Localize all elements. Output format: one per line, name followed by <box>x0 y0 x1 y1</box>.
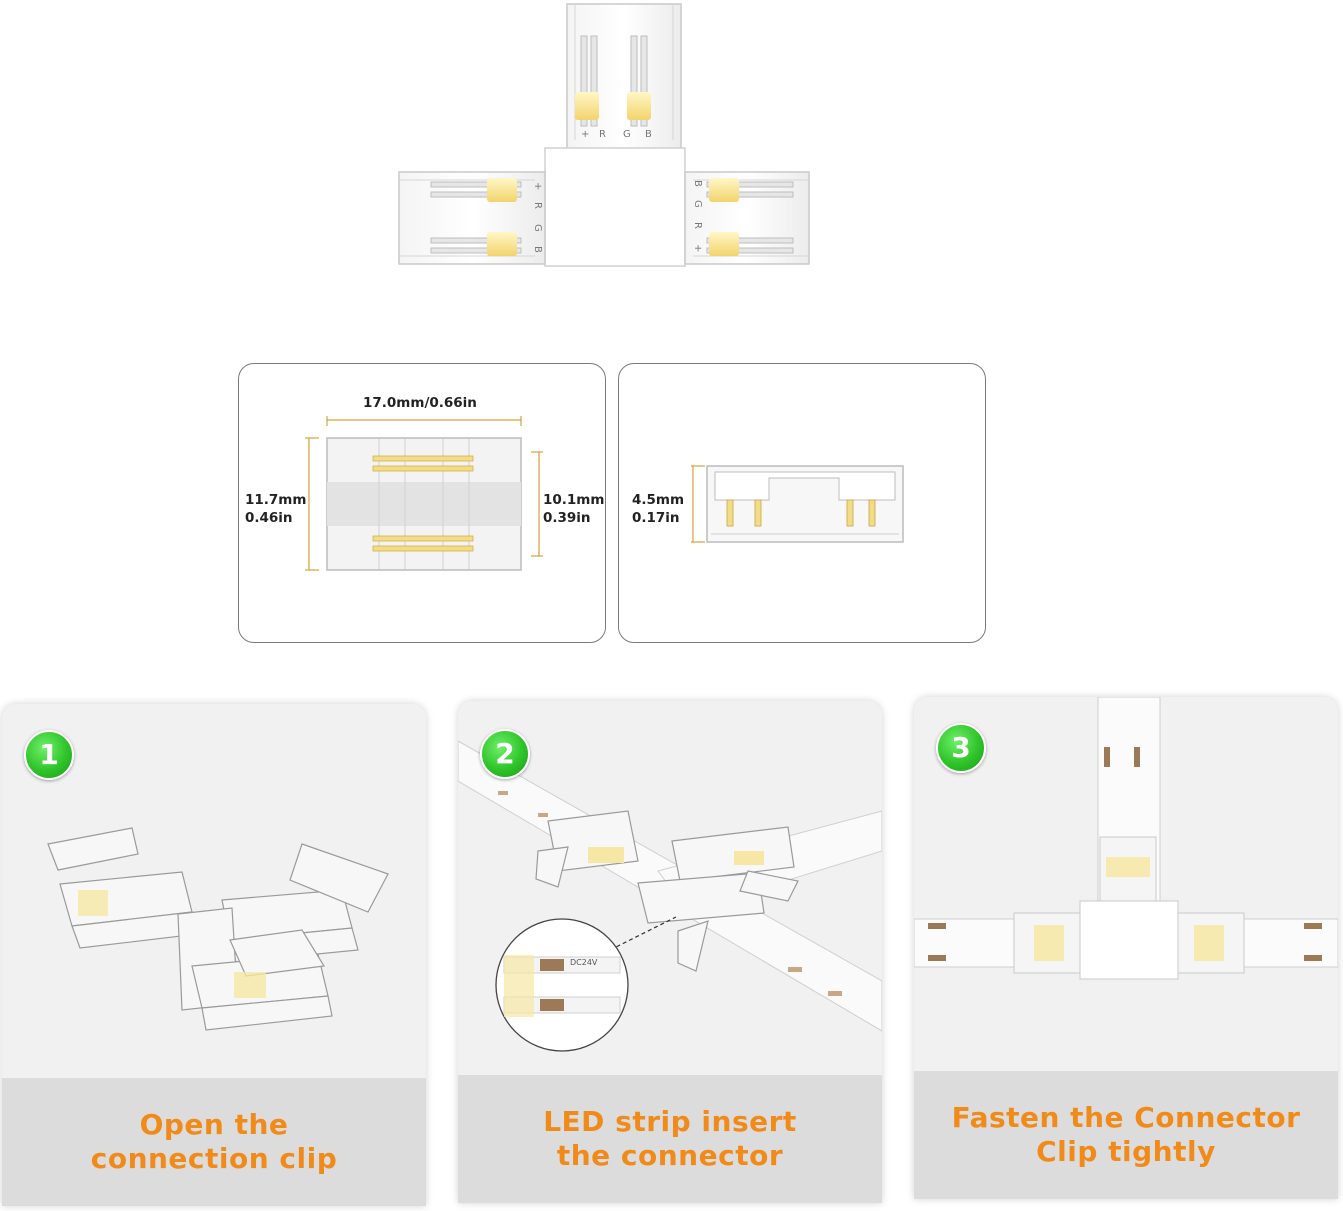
pin-label-right-1: B <box>692 180 703 187</box>
thickness-in-label: 0.17in <box>632 510 680 526</box>
step-caption: Fasten the Connector Clip tightly <box>951 1101 1301 1168</box>
step-caption: Open the connection clip <box>90 1108 338 1175</box>
top-view-drawing <box>305 416 543 571</box>
thickness-mm-label: 4.5mm <box>632 492 685 508</box>
pin-label-right-2: G <box>692 200 703 208</box>
side-view-drawing <box>691 465 904 543</box>
pin-label-left-4: B <box>532 246 543 253</box>
step-card-open-clip: 1 Open the connection clip <box>2 704 426 1206</box>
step-number-badge: 2 <box>480 729 530 779</box>
pin-label-top-1: + <box>581 129 589 140</box>
pin-label-top-2: R <box>599 129 606 140</box>
step-caption-area: Open the connection clip <box>2 1078 426 1206</box>
step-caption-area: LED strip insert the connector <box>458 1075 882 1203</box>
strip-voltage-marking: DC24V <box>570 958 598 967</box>
fasten-clip-illustration <box>914 697 1338 980</box>
dimension-panel-top-view: 17.0mm/0.66in 11.7mm 0.46in 10.1mm 0.39i… <box>238 363 606 643</box>
pin-label-left-2: R <box>532 202 543 209</box>
open-clip-illustration <box>47 827 389 1031</box>
outer-height-mm-label: 11.7mm <box>245 492 307 508</box>
inner-height-in-label: 0.39in <box>543 510 591 526</box>
insert-strip-illustration: DC24V <box>458 740 882 1052</box>
step-caption: LED strip insert the connector <box>543 1105 797 1172</box>
t-connector-image: + R G B + R G B B G R + <box>398 3 810 267</box>
pin-label-right-4: + <box>692 244 703 252</box>
pin-label-top-4: B <box>645 129 652 140</box>
width-dimension-label: 17.0mm/0.66in <box>363 395 477 411</box>
dimension-panel-side-view: 4.5mm 0.17in <box>618 363 986 643</box>
step-card-insert-strip: DC24V 2 LED strip insert the connector <box>458 701 882 1203</box>
pin-label-right-3: R <box>692 222 703 229</box>
outer-height-in-label: 0.46in <box>245 510 293 526</box>
step-number-badge: 3 <box>936 723 986 773</box>
step-caption-area: Fasten the Connector Clip tightly <box>914 1071 1338 1199</box>
step-number-badge: 1 <box>24 730 74 780</box>
pin-label-left-1: + <box>532 182 543 190</box>
pin-label-top-3: G <box>623 129 631 140</box>
pin-label-left-3: G <box>532 224 543 232</box>
inner-height-mm-label: 10.1mm <box>543 492 605 508</box>
step-card-fasten-clip: 3 Fasten the Connector Clip tightly <box>914 697 1338 1199</box>
